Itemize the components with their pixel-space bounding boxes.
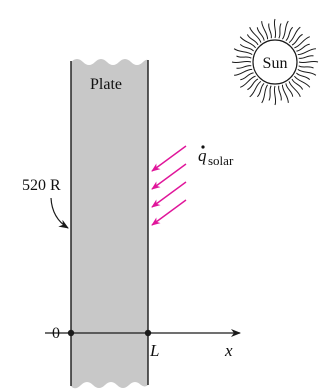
sun-ray [249,80,262,98]
sun-ray [298,65,314,69]
heat-flux-symbol: q [198,146,207,165]
sun-ray [288,81,301,97]
sun-ray [291,33,303,46]
sun-label: Sun [263,55,288,72]
plate-body [71,59,148,389]
sun-ray [249,27,262,43]
heat-flux-subscript: solar [208,153,234,168]
temperature-label: 520 R [22,177,61,194]
solar-flux-arrows [151,145,187,226]
sun-ray [278,85,282,101]
flux-dot [201,145,205,149]
sun-ray [291,78,304,90]
sun [231,18,319,106]
sun-ray [297,68,317,76]
sun-ray [240,72,254,81]
sun-ray [239,36,257,49]
sun-ray [281,20,289,40]
sun-ray [285,83,294,97]
origin-label: 0 [52,325,60,342]
sun-ray [285,26,294,41]
sun-ray [261,84,269,104]
sun-ray [256,83,265,98]
sun-ray [293,75,311,88]
sun-ray [234,68,253,76]
sun-ray [298,60,319,64]
sun-ray [298,55,314,59]
solar-arrow [151,163,187,190]
sun-ray [240,75,256,88]
sun-ray [296,72,311,81]
solar-arrow [151,199,187,226]
sun-ray [294,36,310,49]
solar-arrow [151,181,187,208]
sun-ray [288,26,301,44]
thickness-point [144,329,152,337]
sun-ray [273,18,277,39]
sun-rays [231,18,319,106]
sun-disk [252,39,298,85]
sun-ray [231,60,252,64]
sun-ray [296,43,310,52]
sun-ray [261,21,269,40]
sun-ray [268,23,272,39]
sun-ray [233,48,253,56]
temperature-leader [50,197,69,229]
sun-ray [236,55,252,59]
sun-ray [297,48,316,56]
axis-label: x [224,341,233,360]
sun-ray [281,84,289,103]
sun-ray [278,23,282,39]
solar-flux-label: q solar [198,145,234,168]
sun-ray [246,34,259,46]
sun-ray [236,65,252,69]
plate [70,59,149,389]
sun-ray [273,85,277,106]
solar-arrow [151,145,187,172]
thickness-label: L [149,341,159,360]
sun-ray [268,85,272,101]
origin-point [67,329,75,337]
sun-ray [247,78,259,91]
sun-ray [239,43,254,52]
plate-label: Plate [90,76,122,93]
sun-ray [256,27,265,41]
